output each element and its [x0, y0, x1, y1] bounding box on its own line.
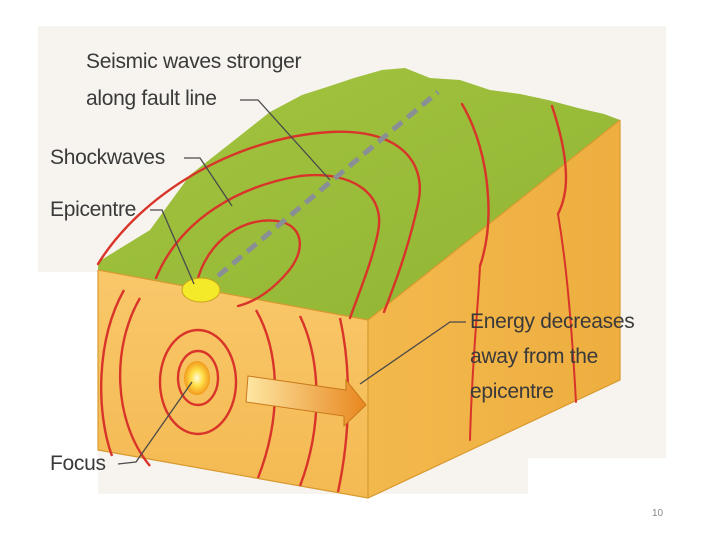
front-wave-4	[99, 289, 126, 457]
leader-shockwaves	[184, 157, 233, 207]
leader-energy	[359, 321, 466, 385]
leader-focus	[117, 381, 193, 465]
shockwave-side-lines	[469, 213, 577, 441]
leader-epicentre	[150, 209, 195, 285]
leader-seismic-waves	[240, 99, 331, 181]
shockwave-lines	[96, 102, 568, 320]
shockwave-top-far	[460, 102, 490, 268]
page-number: 10	[652, 508, 664, 519]
focus-marker	[184, 361, 210, 395]
label-seismic-waves-line2: along fault line	[86, 87, 217, 110]
front-wave-1	[119, 297, 151, 467]
epicentre-marker	[181, 277, 221, 303]
shockwave-top-farther	[550, 104, 568, 216]
energy-arrow	[245, 375, 367, 428]
focus-ring-inner	[176, 349, 220, 407]
leader-lines	[117, 99, 466, 465]
label-energy-line2: away from the	[470, 345, 598, 368]
shockwave-top-middle	[154, 173, 381, 320]
focus-ring-outer	[158, 328, 238, 436]
shockwave-top-inner	[194, 219, 302, 308]
fault-line	[216, 90, 440, 278]
shockwave-side-2	[557, 213, 577, 403]
label-seismic-waves-line1: Seismic waves stronger	[86, 50, 302, 73]
label-shockwaves: Shockwaves	[50, 146, 165, 169]
shockwave-top-outer	[96, 130, 421, 314]
background-cutout-right	[528, 458, 666, 494]
label-epicentre: Epicentre	[50, 198, 137, 221]
label-energy-line3: epicentre	[470, 380, 554, 403]
label-focus: Focus	[50, 452, 106, 475]
background-cutout-left	[38, 272, 98, 494]
block-front-face	[98, 270, 368, 498]
label-energy-line1: Energy decreases	[470, 310, 635, 333]
shockwave-side-1	[469, 265, 481, 441]
block-top-surface	[98, 68, 620, 320]
